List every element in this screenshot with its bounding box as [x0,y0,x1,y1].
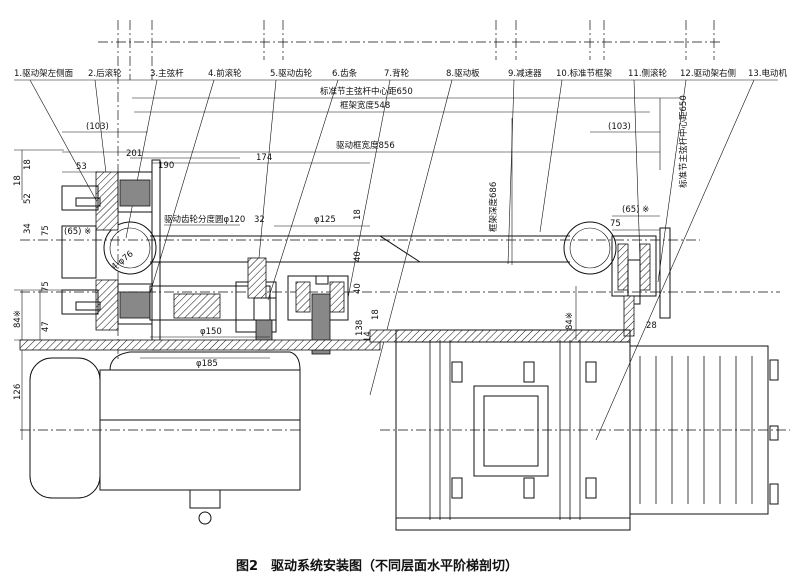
dim-53: 53 [76,162,87,172]
left-motor [20,351,301,525]
figure-caption: 图2 驱动系统安装图（不同层面水平阶梯剖切） [236,558,518,574]
drive-gear-region: 驱动齿轮分度圆φ120 32 φ150 φ185 φ125 18 40 40 1… [140,209,381,369]
left-main-chord [103,221,157,275]
dim-pitch120: 驱动齿轮分度圆φ120 [164,214,245,225]
dim-174: 174 [256,153,272,163]
dim-18c: 18 [353,209,363,220]
dim-75c: 75 [610,219,621,229]
dim-center650-vertical: 标准节主弦杆中心距650 [678,95,689,188]
left-vertical-dimensions: 18 18 52 34 75 (65) ※ 75 47 84※ 126 [13,149,91,440]
callout-1: 1.驱动架左侧面 [14,68,74,79]
dim-14: 14 [363,331,373,342]
callout-10: 10.标准节框架 [556,68,613,79]
dim-75a: 75 [41,225,51,236]
dim-18b: 18 [23,159,33,170]
dim-65-left: (65) ※ [64,227,91,237]
standard-section-frame: 4-φ76 框架深度686 标准节主弦杆中心距650 [103,95,689,275]
dim-dia150: φ150 [200,327,222,337]
callout-8: 8.驱动板 [446,68,480,79]
dim-201: 201 [126,149,142,159]
callout-13: 13.电动机 [748,68,788,79]
dim-40b: 40 [353,283,363,294]
dim-dia185: φ185 [196,359,218,369]
dim-190: 190 [158,161,174,171]
dim-138: 138 [355,320,365,336]
dim-18a: 18 [13,175,23,186]
callout-11: 11.侧滚轮 [628,68,668,79]
dim-depth686: 框架深度686 [488,182,499,232]
dim-47: 47 [41,321,51,332]
right-motor [380,329,790,531]
dim-40a: 40 [353,251,363,262]
dim-84-left: 84※ [13,310,23,328]
dim-width548: 框架宽度548 [340,100,390,111]
right-main-chord [563,221,617,275]
dim-width856: 驱动框宽度856 [336,140,395,151]
dim-34: 34 [23,223,33,234]
callout-4: 4.前滚轮 [208,68,242,79]
dim-52: 52 [23,193,33,204]
dim-75b: 75 [41,281,51,292]
dim-dia76: 4-φ76 [110,249,136,272]
dim-dia125: φ125 [314,215,336,225]
dim-103-left: (103) [86,122,109,132]
callout-3: 3.主弦杆 [150,68,184,79]
callout-2: 2.后滚轮 [88,68,122,79]
dim-28: 28 [646,321,657,331]
horizontal-dimensions: 标准节主弦杆中心距650 框架宽度548 (103) 驱动框宽度856 201 … [62,86,682,217]
dim-center650: 标准节主弦杆中心距650 [320,86,413,97]
callout-5: 5.驱动齿轮 [270,68,313,79]
callout-6: 6.齿条 [332,68,358,79]
right-roller-assembly: 75 28 84※ [565,219,671,340]
dim-32: 32 [254,215,265,225]
dim-18d: 18 [371,309,381,320]
callout-7: 7.背轮 [384,68,410,79]
callout-12: 12.驱动架右侧 [680,68,736,79]
dim-65-right: (65) ※ [622,205,649,215]
dim-126: 126 [13,384,23,400]
motor-bolts [451,359,779,505]
callout-labels: 1.驱动架左侧面 2.后滚轮 3.主弦杆 4.前滚轮 5.驱动齿轮 6.齿条 7… [14,68,788,441]
dim-84-right: 84※ [565,312,575,330]
callout-9: 9.减速器 [508,68,542,79]
left-roller-assembly [61,159,161,351]
dim-103-right: (103) [608,122,631,132]
